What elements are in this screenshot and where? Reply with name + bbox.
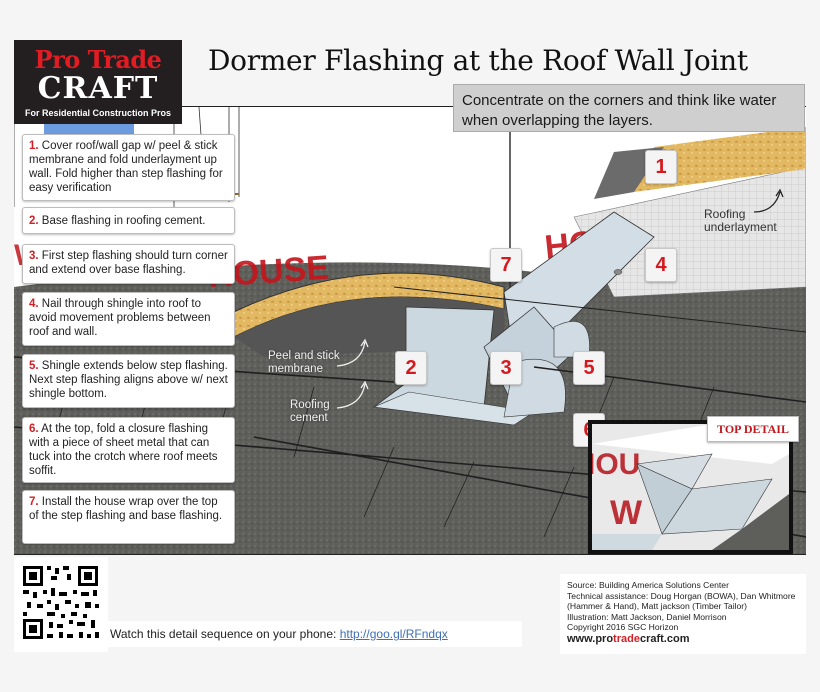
step-number: 3. [29,250,39,262]
credits-illustration: Illustration: Matt Jackson, Daniel Morri… [567,611,727,622]
badge-2: 2 [395,351,427,385]
site-part: trade [613,632,640,645]
step-5: 5. Shingle extends below step flashing. … [22,354,235,408]
curved-arrow-icon [336,380,369,409]
svg-text:IOU: IOU [592,448,640,481]
callout-peel-stick-membrane: Peel and stick membrane [268,350,340,375]
step-text: At the top, fold a closure flashing with… [29,423,218,477]
pro-trade-craft-logo: Pro Trade CRAFT For Residential Construc… [14,40,182,124]
step-number: 4. [29,298,39,310]
step-number: 5. [29,360,39,372]
logo-tagline: For Residential Construction Pros [24,108,172,118]
svg-text:W: W [610,494,643,532]
qr-code-icon [23,566,99,639]
step-6: 6. At the top, fold a closure flashing w… [22,417,235,483]
step-number: 7. [29,496,39,508]
curved-arrow-icon [753,188,784,213]
credits-source: Source: Building America Solutions Cente… [567,580,729,590]
step-2: 2. Base flashing in roofing cement. [22,207,235,234]
step-number: 6. [29,423,39,435]
step-3: 3. First step flashing should turn corne… [22,244,235,284]
detail-sequence-link[interactable]: http://goo.gl/RFndqx [339,627,448,641]
tip-box: Concentrate on the corners and think lik… [453,84,805,132]
step-7: 7. Install the house wrap over the top o… [22,490,235,544]
logo-line1: Pro Trade [34,45,162,74]
step-number: 1. [29,140,39,152]
top-detail-label: TOP DETAIL [707,416,799,442]
step-4: 4. Nail through shingle into roof to avo… [22,292,235,346]
callout-roofing-underlayment: Roofing underlayment [704,207,777,234]
badge-4: 4 [645,248,677,282]
badge-5: 5 [573,351,605,385]
credits-copyright: Copyright 2016 SGC Horizon [567,622,679,632]
credits-box: Source: Building America Solutions Cente… [560,574,806,654]
credits-tech: Technical assistance: Doug Horgan (BOWA)… [567,590,796,612]
site-part: craft.com [639,632,690,645]
step-text: First step flashing should turn corner a… [29,250,228,276]
step-text: Shingle extends below step flashing. Nex… [29,360,228,400]
watch-text: Watch this detail sequence on your phone… [110,627,340,641]
logo-line2: CRAFT [37,71,159,106]
page-title: Dormer Flashing at the Roof Wall Joint [208,44,748,77]
qr-code[interactable] [14,557,108,652]
site-part: www.pro [567,632,614,645]
badge-3: 3 [490,351,522,385]
step-text: Cover roof/wall gap w/ peel & stick memb… [29,140,223,194]
badge-1: 1 [645,150,677,184]
curved-arrow-icon [336,338,369,367]
badge-7: 7 [490,248,522,282]
step-text: Install the house wrap over the top of t… [29,496,223,522]
step-number: 2. [29,215,39,227]
step-text: Base flashing in roofing cement. [38,215,206,227]
watch-on-phone-bar: Watch this detail sequence on your phone… [108,621,522,647]
website-link[interactable]: www.protradecraft.com [567,632,799,645]
top-detail-illustration: IOU W [592,424,789,550]
callout-roofing-cement: Roofing cement [290,399,330,424]
step-text: Nail through shingle into roof to avoid … [29,298,211,338]
step-1: 1. Cover roof/wall gap w/ peel & stick m… [22,134,235,201]
